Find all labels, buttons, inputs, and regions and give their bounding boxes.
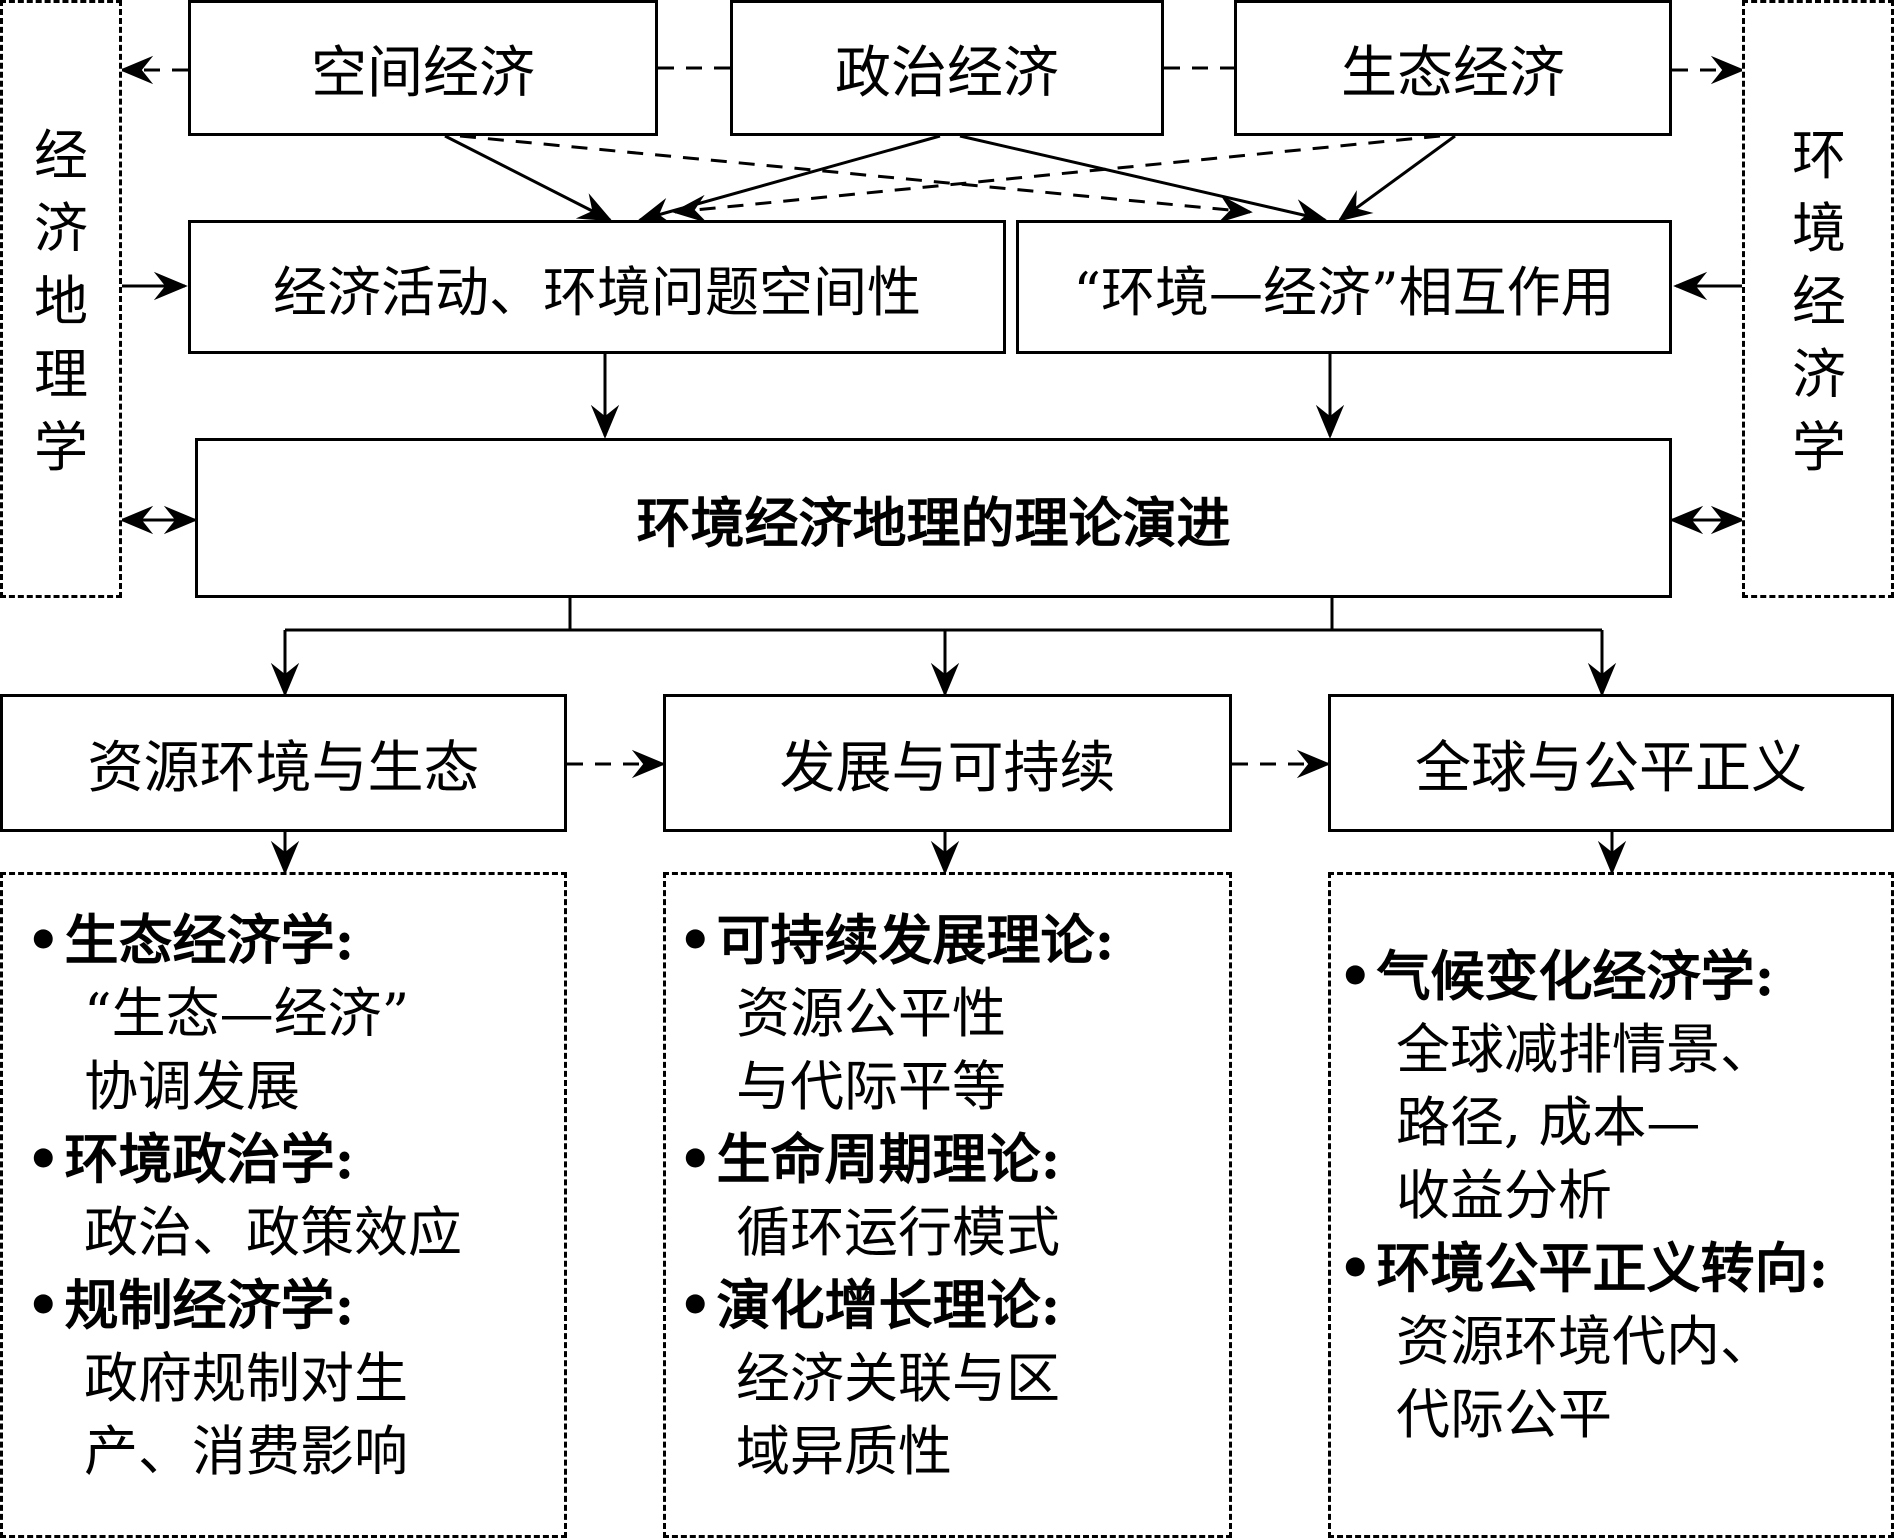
bullet: • <box>1338 944 1373 1008</box>
bullet: • <box>26 908 61 972</box>
dashed-arrow-spatial-to-interaction <box>459 134 1253 224</box>
bullet: • <box>678 908 713 972</box>
detail-item: •可持续发展理论: 资源公平性 与代际平等 <box>678 904 1114 1123</box>
mid-box-interaction: “环境—经济”相互作用 <box>1016 220 1672 354</box>
arrow-eco-to-interaction <box>1337 134 1456 222</box>
theme-box-global-justice: 全球与公平正义 <box>1328 694 1894 832</box>
item-body: 经济关联与区 域异质性 <box>736 1347 1060 1483</box>
item-body: 资源环境代内、 代际公平 <box>1396 1310 1774 1446</box>
mid-box-spatiality: 经济活动、环境问题空间性 <box>188 220 1006 354</box>
detail-box-resource <box>0 872 567 1538</box>
arrow-political-to-spatiality <box>637 134 941 226</box>
item-title: 生命周期理论: <box>716 1127 1061 1191</box>
bullet: • <box>1338 1236 1373 1300</box>
item-body: 循环运行模式 <box>736 1201 1060 1264</box>
theme-box-resource-ecology: 资源环境与生态 <box>0 694 567 832</box>
bullet: • <box>678 1273 713 1337</box>
item-title: 生态经济学: <box>64 908 355 972</box>
detail-box-global <box>1328 872 1894 1538</box>
source-box-political-economy: 政治经济 <box>730 0 1164 136</box>
item-body: 资源公平性 与代际平等 <box>736 982 1006 1118</box>
item-title: 可持续发展理论: <box>716 908 1115 972</box>
side-label-right: 环境经济学 <box>1792 124 1846 479</box>
source-box-ecological-economy: 生态经济 <box>1234 0 1672 136</box>
detail-item: •生命周期理论: 循环运行模式 <box>678 1123 1114 1269</box>
core-box-theory-evolution: 环境经济地理的理论演进 <box>195 438 1672 598</box>
detail-list-resource: •生态经济学: “生态—经济” 协调发展 •环境政治学: 政治、政策效应 •规制… <box>26 904 462 1488</box>
item-title: 规制经济学: <box>64 1273 355 1337</box>
item-title: 气候变化经济学: <box>1376 944 1775 1008</box>
detail-item: •气候变化经济学: 全球减排情景、 路径, 成本— 收益分析 <box>1338 940 1828 1232</box>
item-body: 政治、政策效应 <box>84 1201 462 1264</box>
bullet: • <box>678 1127 713 1191</box>
item-body: 全球减排情景、 路径, 成本— 收益分析 <box>1396 1018 1774 1227</box>
item-title: 环境政治学: <box>64 1127 355 1191</box>
bullet: • <box>26 1273 61 1337</box>
bullet: • <box>26 1127 61 1191</box>
detail-box-development <box>663 872 1232 1538</box>
detail-item: •环境政治学: 政治、政策效应 <box>26 1123 462 1269</box>
arrow-political-to-interaction <box>959 134 1328 227</box>
detail-item: •生态经济学: “生态—经济” 协调发展 <box>26 904 462 1123</box>
detail-item: •演化增长理论: 经济关联与区 域异质性 <box>678 1269 1114 1488</box>
theme-box-development: 发展与可持续 <box>663 694 1232 832</box>
arrow-spatial-to-spatiality <box>444 134 613 222</box>
item-title: 演化增长理论: <box>716 1273 1061 1337</box>
detail-list-global: •气候变化经济学: 全球减排情景、 路径, 成本— 收益分析 •环境公平正义转向… <box>1338 940 1828 1451</box>
item-title: 环境公平正义转向: <box>1376 1236 1829 1300</box>
item-body: “生态—经济” 协调发展 <box>84 982 410 1118</box>
source-box-spatial-economy: 空间经济 <box>188 0 658 136</box>
detail-list-development: •可持续发展理论: 资源公平性 与代际平等 •生命周期理论: 循环运行模式 •演… <box>678 904 1114 1488</box>
detail-item: •环境公平正义转向: 资源环境代内、 代际公平 <box>1338 1232 1828 1451</box>
side-panel-left: 经济地理学 <box>0 0 122 598</box>
detail-item: •规制经济学: 政府规制对生 产、消费影响 <box>26 1269 462 1488</box>
item-body: 政府规制对生 产、消费影响 <box>84 1347 408 1483</box>
dashed-arrow-eco-to-spatiality <box>672 134 1441 224</box>
side-label-left: 经济地理学 <box>34 124 88 479</box>
side-panel-right: 环境经济学 <box>1742 0 1894 598</box>
